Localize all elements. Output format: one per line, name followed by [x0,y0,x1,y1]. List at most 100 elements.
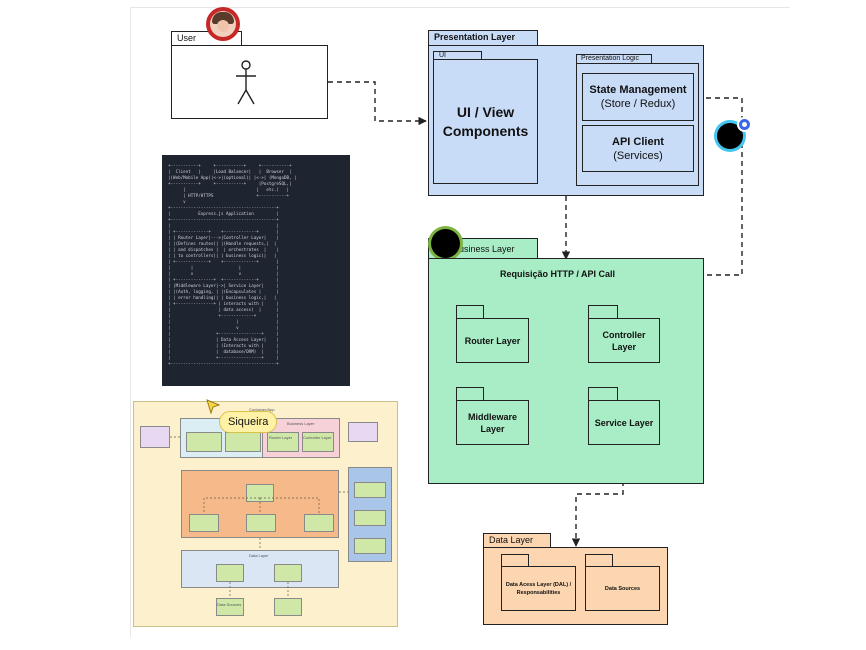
ascii-code-line: | | and dispatches | | orchestrates | | [168,247,279,252]
state-management[interactable]: State Management (Store / Redux) [582,73,694,121]
ascii-code-line: | | [168,223,279,228]
ascii-code-line: | |(Defines routes)| |(Handle requests,|… [168,241,277,246]
user-actor-box[interactable] [171,45,328,119]
edge-user-ui [328,81,427,126]
api-client-sub: (Services) [613,149,663,162]
thumb-controller [302,432,334,452]
thumb-data-a [216,564,244,582]
thumb-router [267,432,299,452]
ascii-code-line: | HTTP/HTTPS +-----------+ [168,193,290,198]
middleware-layer-label: Middleware Layer [467,411,517,434]
presentation-logic-label: Presentation Logic [581,55,639,62]
router-layer-label: Router Layer [464,335,521,346]
ascii-code-line: v [168,199,186,204]
data-layer-tab: Data Layer [483,533,551,548]
ascii-code-line: | +---------------+ +-------------+ | [168,277,279,282]
ui-tab-label: UI [439,52,446,59]
thumb-data-b [274,564,302,582]
ascii-code-line: | | database/ORM) | | [168,349,279,354]
collaborator-tag[interactable]: Siqueira [219,411,278,433]
ascii-code-line: | Client | |Load Balancer| | Browser | [168,169,292,174]
user-avatar-icon[interactable] [206,7,240,41]
thumb-cc-a [354,482,386,498]
canvas-edge [130,7,790,637]
ascii-code-line: +---------------------------------------… [168,205,279,210]
thumb-data-layer-label: Data Layer [249,553,269,558]
ui-view-components-label: UI / View Components [442,103,529,139]
state-management-sub: (Store / Redux) [600,98,676,110]
service-layer[interactable]: Service Layer [588,400,660,445]
thumb-sources-a [216,598,244,616]
router-tab [456,305,484,319]
middleware-tab [456,387,484,401]
middleware-layer[interactable]: Middleware Layer [456,400,529,445]
user-actor-label: User [177,33,197,43]
data-layer-title: Data Layer [489,535,534,545]
api-client-title: API Client [612,135,664,148]
business-layer-title: Business Layer [453,244,515,254]
edge-service-data [571,445,624,547]
request-label: Requisição HTTP / API Call [500,269,616,279]
ui-view-components[interactable]: UI / View Components [433,59,538,184]
ascii-code-block: +-----------+ +-----------+ +-----------… [168,163,344,367]
thumb-sources-label: Data Sources [217,602,242,607]
ascii-code-line: | | to controllers)| | business logic)| … [168,253,277,258]
thumb-core-a [246,484,274,502]
data-sources[interactable]: Data Sources [585,566,660,611]
thumb-user [140,426,170,448]
ascii-code-line: +---------------------------------------… [168,361,279,366]
api-client[interactable]: API Client (Services) [582,125,694,172]
ascii-code-line: | +-------------+ +-------------+ | [168,259,279,264]
ascii-code-line: | +-------------+ +-------------+ | [168,229,279,234]
controller-tab [588,305,618,319]
ascii-code-line: +-----------+ +-----------+ +-----------… [168,163,292,168]
ascii-code-line: | | (Interacts with | | [168,343,279,348]
ascii-code-line: | | Data Access Layer| | [168,337,279,342]
ascii-code-line: | +-----------------+ | [168,331,279,336]
router-layer[interactable]: Router Layer [456,318,529,363]
ascii-architecture-image[interactable]: +-----------+ +-----------+ +-----------… [162,155,350,386]
ascii-code-line: +-----------+ +-----------+ |PostgreSQL,… [168,181,292,186]
thumb-title: Container/App [249,407,275,412]
ascii-code-line: | | error handling)| | business logic,| … [168,295,277,300]
pointer-cursor-icon [206,399,221,414]
ascii-code-line: | | data access) | | [168,307,279,312]
architecture-thumbnail[interactable]: Container/App Business Layer Router Laye… [133,401,398,627]
ascii-code-line: | v | [168,325,279,330]
thumb-cc-c [354,538,386,554]
thumb-data-layer [181,550,339,588]
ascii-code-line: |(Web/Mobile App)|<->|(optional)| |<->| … [168,175,297,180]
presentation-layer-tab: Presentation Layer [428,30,538,46]
state-management-title: State Management [589,84,687,96]
thumb-core-c [246,514,276,532]
comment-badge [737,117,752,132]
ascii-code-line: | |(Auth, logging, | |(Encapsulates | | [168,289,279,294]
ascii-code-line: +---------------------------------------… [168,217,279,222]
presentation-layer-title: Presentation Layer [434,32,516,42]
service-tab [588,387,618,401]
ascii-code-line: | | | | [168,265,279,270]
ascii-code-line: | +-----------------+ | [168,355,279,360]
ascii-code-line: | v v | [168,271,279,276]
business-layer[interactable] [428,258,704,484]
ascii-code-line: | +---------------+ | interacts with | | [168,301,279,306]
controller-layer[interactable]: Controller Layer [588,318,660,363]
ascii-code-line: | +-------------+ | [168,313,279,318]
thumb-pres-ui [186,432,222,452]
ascii-code-line: | | | [168,319,279,324]
thumb-edges [170,436,348,598]
thumb-external [348,422,378,442]
thumb-controller-label: Controller Layer [303,435,332,440]
thumb-core-b [189,514,219,532]
thumb-router-label: Router Layer [269,435,293,440]
edge-state-request [615,97,743,280]
collaborator-cursor-icon[interactable] [428,226,463,261]
thumb-sources-b [274,598,302,616]
ascii-code-line: | |Middleware Layer|->| Service Layer| | [168,283,279,288]
data-sources-label: Data Sources [604,585,641,592]
ascii-code-line: | | etc.) | [168,187,290,192]
service-layer-label: Service Layer [594,417,654,428]
thumb-cc-b [354,510,386,526]
data-access-layer[interactable]: Data Acess Layer (DAL) / Responsabilitie… [501,566,576,611]
data-access-layer-label: Data Acess Layer (DAL) / Responsabilitie… [505,581,572,596]
